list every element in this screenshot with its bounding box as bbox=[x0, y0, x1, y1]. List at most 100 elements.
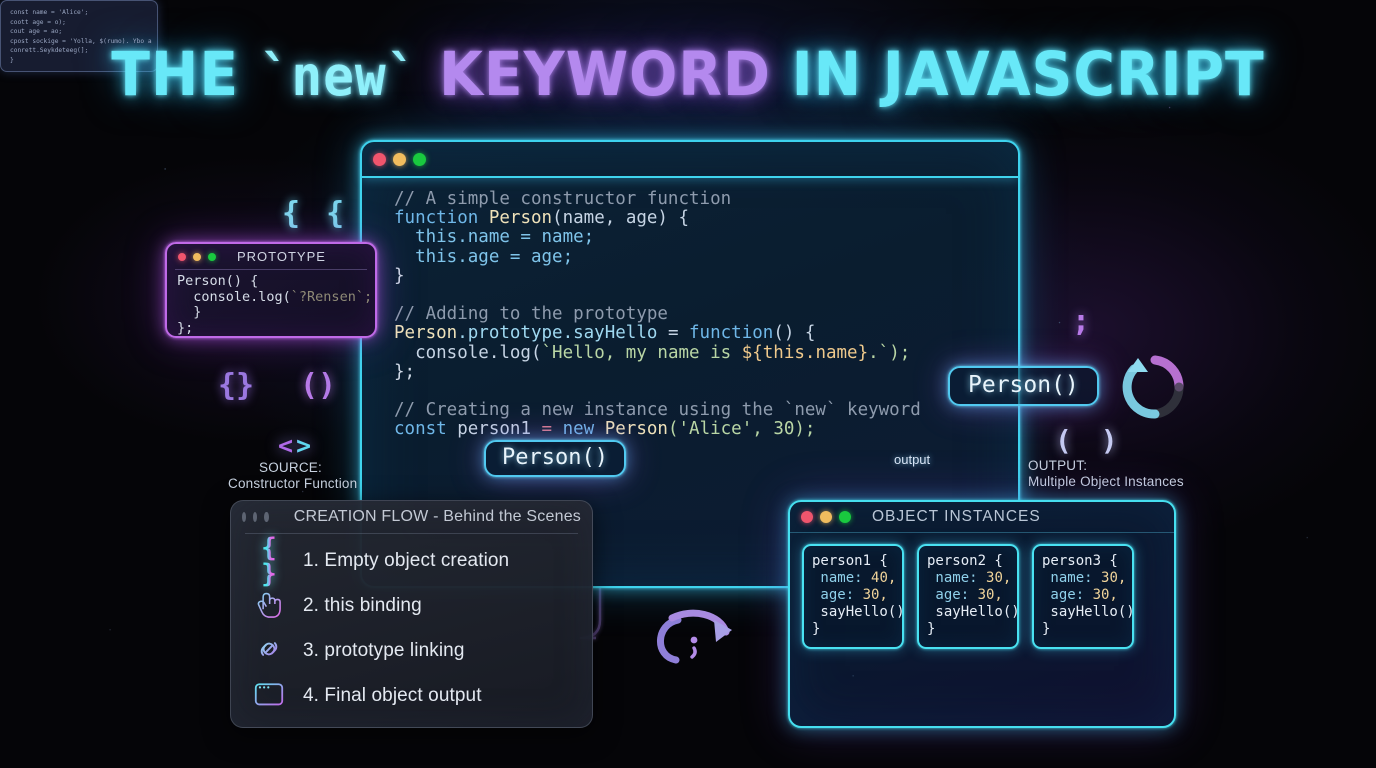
source-text: Constructor Function bbox=[228, 476, 358, 491]
object-card-person2[interactable]: person2 { name: 30, age: 30, sayHello()} bbox=[917, 544, 1020, 649]
creation-flow-step-3-label: 3. prototype linking bbox=[303, 639, 465, 661]
code-line-function-decl: function Person(name, age) { bbox=[394, 208, 690, 229]
code-line-close-proto: }; bbox=[394, 361, 416, 382]
circular-arrow-icon bbox=[1122, 355, 1184, 419]
braces-icon: { } bbox=[249, 535, 289, 587]
card-header: person1 { bbox=[812, 553, 888, 569]
source-label: SOURCE: Constructor Function bbox=[228, 460, 358, 492]
card-name-key: name: bbox=[1042, 570, 1102, 586]
card-name-key: name: bbox=[812, 570, 872, 586]
code-line-console-log: console.log(`Hello, my name is ${this.na… bbox=[394, 342, 911, 363]
deco-curly-braces: {} bbox=[218, 368, 255, 403]
right-pill-person[interactable]: Person() bbox=[948, 366, 1099, 406]
prototype-titlebar: PROTOTYPE bbox=[167, 244, 375, 269]
traffic-light-minimize-icon[interactable] bbox=[820, 511, 832, 523]
card-name-value: 30, bbox=[1101, 570, 1127, 586]
micro-line: conrett.Seykdeteeg(]; bbox=[10, 47, 89, 55]
card-name-value: 30, bbox=[986, 570, 1012, 586]
source-caption: SOURCE: bbox=[259, 460, 322, 475]
creation-flow-step-2[interactable]: 2. this binding bbox=[231, 583, 592, 628]
object-instances-title: OBJECT INSTANCES bbox=[872, 508, 1041, 525]
creation-flow-step-1[interactable]: { } 1. Empty object creation bbox=[231, 535, 592, 587]
traffic-light-maximize-icon[interactable] bbox=[839, 511, 851, 523]
output-label: OUTPUT: Multiple Object Instances bbox=[1028, 458, 1184, 490]
code-line-comment-3: // Creating a new instance using the `ne… bbox=[394, 400, 921, 421]
parentheses-icon: ( ) bbox=[1055, 424, 1124, 457]
proto-code-line-1: Person() { bbox=[177, 273, 259, 289]
title-part-javascript: IN JAVASCRIPT bbox=[770, 39, 1265, 110]
creation-flow-title: CREATION FLOW - Behind the Scenes bbox=[293, 508, 581, 525]
card-age-key: age: bbox=[812, 587, 863, 603]
creation-flow-step-4[interactable]: 4. Final object output bbox=[231, 673, 592, 718]
card-age-key: age: bbox=[1042, 587, 1093, 603]
card-close: } bbox=[927, 621, 936, 637]
deco-braces-top: { { bbox=[282, 196, 349, 231]
traffic-light-maximize-icon[interactable] bbox=[264, 512, 269, 522]
traffic-light-minimize-icon[interactable] bbox=[253, 512, 258, 522]
prototype-window[interactable]: PROTOTYPE Person() { console.log(`?Rense… bbox=[165, 242, 377, 338]
card-name-key: name: bbox=[927, 570, 987, 586]
card-method: sayHello() bbox=[927, 604, 1020, 620]
code-line-new-instance: const person1 = new Person('Alice', 30); bbox=[394, 419, 816, 440]
creation-flow-panel[interactable]: CREATION FLOW - Behind the Scenes { } 1.… bbox=[230, 500, 593, 728]
traffic-light-maximize-icon[interactable] bbox=[208, 252, 216, 261]
object-cards-row: person1 { name: 40, age: 30, sayHello()}… bbox=[790, 533, 1174, 649]
prototype-window-title: PROTOTYPE bbox=[237, 249, 326, 264]
title-part-keyword: KEYWORD bbox=[418, 39, 771, 110]
traffic-light-close-icon[interactable] bbox=[373, 152, 386, 166]
code-line-close-fn: } bbox=[394, 265, 405, 286]
flow-output-box[interactable]: output bbox=[894, 452, 931, 467]
code-line-prototype: Person.prototype.sayHello = function() { bbox=[394, 323, 816, 344]
creation-flow-step-1-label: 1. Empty object creation bbox=[303, 549, 510, 571]
card-close: } bbox=[1042, 621, 1051, 637]
code-line-comment-2: // Adding to the prototype bbox=[394, 304, 668, 325]
card-name-value: 40, bbox=[871, 570, 897, 586]
title-part-new: `new` bbox=[259, 44, 419, 108]
micro-line: cout age = ao; bbox=[10, 28, 63, 36]
creation-flow-step-2-label: 2. this binding bbox=[303, 594, 422, 616]
title-part-the: THE bbox=[111, 39, 260, 110]
traffic-light-minimize-icon[interactable] bbox=[193, 252, 201, 261]
card-header: person2 { bbox=[927, 553, 1003, 569]
object-card-person3[interactable]: person3 { name: 30, age: 30, sayHello()} bbox=[1032, 544, 1135, 649]
proto-code-line-4: }; bbox=[177, 319, 194, 336]
code-brackets-icon: <> bbox=[278, 431, 315, 460]
creation-flow-titlebar: CREATION FLOW - Behind the Scenes bbox=[231, 501, 592, 533]
page-title: THE `new` KEYWORD IN JAVASCRIPT bbox=[48, 44, 1328, 105]
code-line-this-name: this.name = name; bbox=[394, 227, 595, 248]
traffic-light-minimize-icon[interactable] bbox=[393, 152, 406, 166]
card-method: sayHello() bbox=[812, 604, 905, 620]
object-card-person1[interactable]: person1 { name: 40, age: 30, sayHello()} bbox=[802, 544, 905, 649]
proto-code-line-2: console.log(`?Rensen`; bbox=[177, 288, 373, 305]
object-instances-titlebar: OBJECT INSTANCES bbox=[790, 502, 1174, 533]
editor-titlebar bbox=[362, 142, 1018, 178]
output-text: Multiple Object Instances bbox=[1028, 474, 1184, 489]
hand-pointer-icon bbox=[249, 588, 289, 624]
traffic-light-maximize-icon[interactable] bbox=[413, 152, 426, 166]
micro-line: cpost sockige = 'Yolla, $(rumo). Ybo a bbox=[10, 37, 152, 45]
traffic-light-close-icon[interactable] bbox=[178, 252, 186, 261]
micro-line: coott age = o); bbox=[10, 18, 66, 26]
traffic-light-close-icon[interactable] bbox=[242, 512, 247, 522]
micro-line: } bbox=[10, 56, 14, 64]
card-close: } bbox=[812, 621, 821, 637]
prototype-code: Person() { console.log(`?Rensen`; }}; bbox=[167, 270, 375, 336]
window-icon bbox=[249, 680, 289, 712]
output-caption: OUTPUT: bbox=[1028, 458, 1088, 473]
proto-code-line-3: } bbox=[177, 304, 202, 320]
creation-flow-step-4-label: 4. Final object output bbox=[303, 684, 482, 706]
link-chain-icon bbox=[249, 634, 289, 668]
micro-line: const name = 'Alice'; bbox=[10, 9, 89, 16]
card-header: person3 { bbox=[1042, 553, 1118, 569]
swirl-arrow-icon bbox=[657, 609, 732, 664]
creation-flow-step-3[interactable]: 3. prototype linking bbox=[231, 628, 592, 673]
object-instances-panel[interactable]: OBJECT INSTANCES person1 { name: 40, age… bbox=[788, 500, 1176, 728]
traffic-light-close-icon[interactable] bbox=[801, 511, 813, 523]
flow-pill-person[interactable]: Person() bbox=[484, 440, 626, 477]
card-age-value: 30, bbox=[977, 587, 1003, 603]
card-method: sayHello() bbox=[1042, 604, 1135, 620]
deco-semicolon-right: ; bbox=[1072, 304, 1091, 339]
micro-code-card: const name = 'Alice'; coott age = o); co… bbox=[0, 0, 158, 72]
